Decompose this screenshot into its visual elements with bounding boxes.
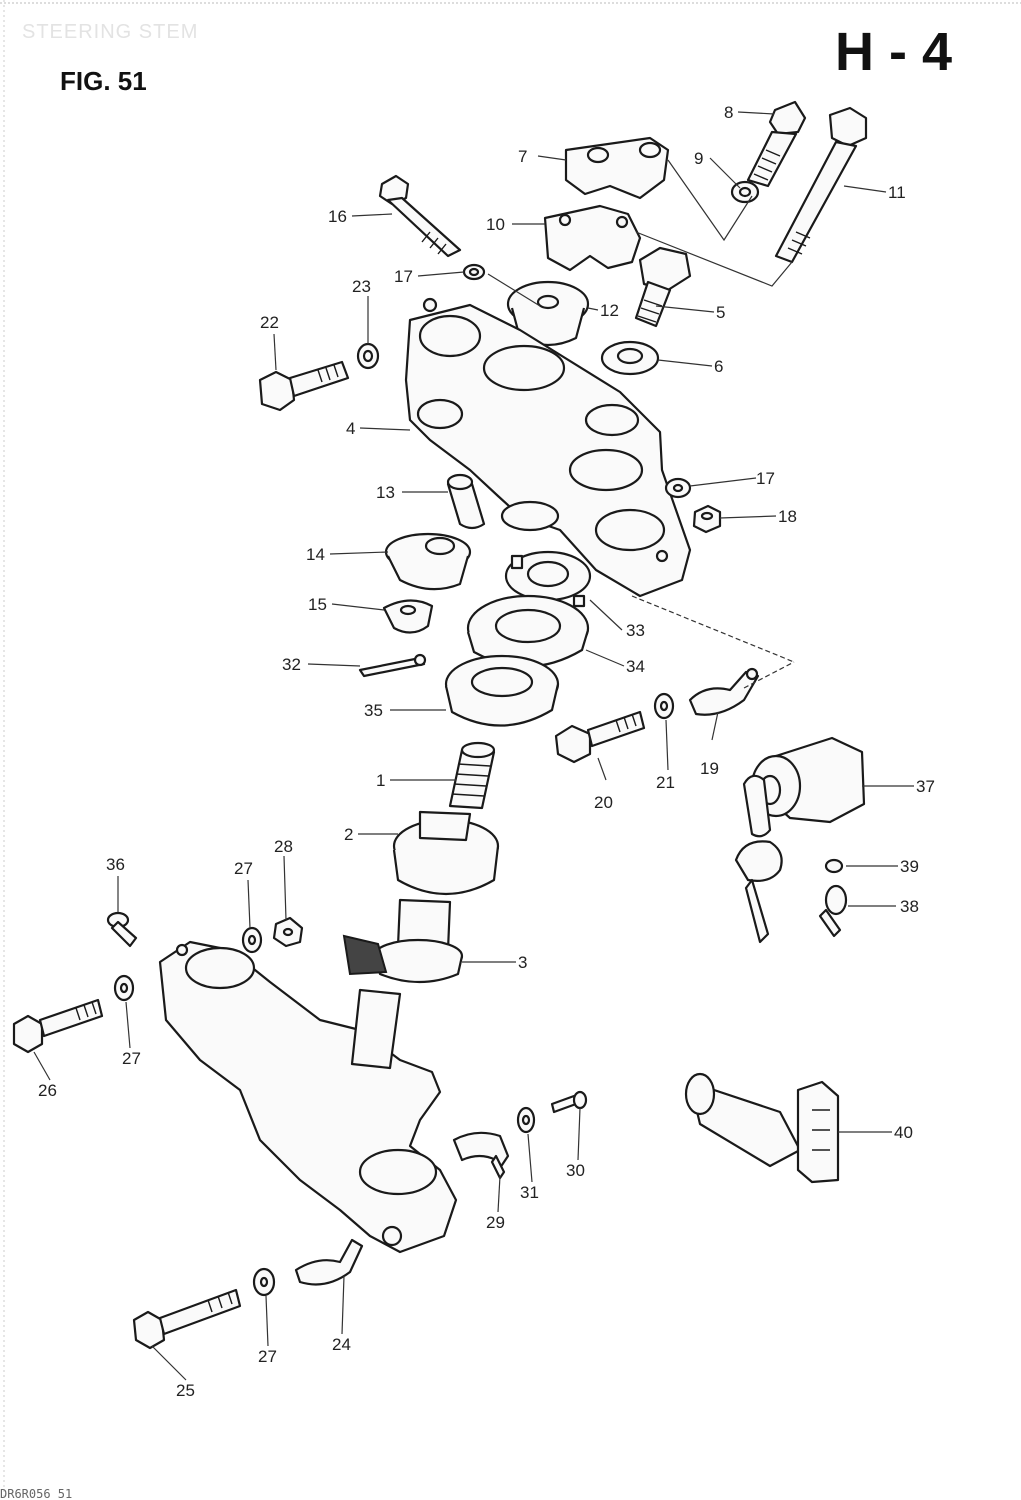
spring-washer-9	[730, 180, 760, 204]
steering-lock-37	[750, 736, 866, 824]
callout-35: 35	[364, 701, 383, 720]
callout-39: 39	[900, 857, 919, 876]
callout-23: 23	[352, 277, 371, 296]
callout-7: 7	[518, 147, 527, 166]
washer-27-bottom	[252, 1267, 276, 1297]
callout-17-upper: 17	[394, 267, 413, 286]
callout-15: 15	[308, 595, 327, 614]
clamp-bolt-long	[774, 106, 868, 264]
screw-30	[550, 1090, 588, 1114]
callout-16: 16	[328, 207, 347, 226]
screw-36	[106, 911, 138, 948]
callout-1: 1	[376, 771, 385, 790]
callout-21: 21	[656, 773, 675, 792]
washer-27-upper	[241, 926, 263, 954]
washer-39	[824, 858, 844, 874]
callout-30: 30	[566, 1161, 585, 1180]
pinch-bolt-25	[132, 1288, 242, 1350]
upper-bracket-4	[404, 297, 692, 598]
callout-9: 9	[694, 149, 703, 168]
footer-code: DR6R056 51	[0, 1487, 72, 1500]
callout-18: 18	[778, 507, 797, 526]
callout-32: 32	[282, 655, 301, 674]
bolt-16	[378, 174, 462, 258]
leader-lines	[33, 111, 914, 1381]
callout-8: 8	[724, 103, 733, 122]
callout-22: 22	[260, 313, 279, 332]
bearing-race-34	[466, 594, 590, 668]
washer-23	[356, 342, 380, 370]
bearing-35	[444, 654, 560, 727]
spacer-13	[446, 473, 486, 530]
steering-stem-shaft-3	[342, 898, 464, 984]
washer-27-left	[113, 974, 135, 1002]
clamp-bolt-short	[746, 100, 807, 188]
callout-31: 31	[520, 1183, 539, 1202]
callout-11: 11	[888, 183, 906, 202]
cable-clamp-29	[452, 1131, 510, 1180]
screw-38	[818, 884, 848, 938]
pinch-bolt-26	[12, 998, 104, 1054]
callout-2: 2	[344, 825, 353, 844]
callout-13: 13	[376, 483, 395, 502]
callout-29: 29	[486, 1213, 505, 1232]
lower-bracket	[158, 940, 458, 1254]
callout-27-upper: 27	[234, 859, 253, 878]
callout-38: 38	[900, 897, 919, 916]
callout-26: 26	[38, 1081, 57, 1100]
callout-28: 28	[274, 837, 293, 856]
callout-27-bottom: 27	[258, 1347, 277, 1366]
clamp-clip-24	[294, 1238, 364, 1286]
cotter-pin-32	[358, 653, 427, 678]
dust-seal-2	[392, 810, 500, 895]
washer-31	[516, 1106, 536, 1134]
callout-25: 25	[176, 1381, 195, 1400]
callout-6: 6	[714, 357, 723, 376]
washer-6	[600, 340, 660, 376]
clip-19	[688, 667, 760, 716]
nut-28	[272, 916, 304, 948]
callout-4: 4	[346, 419, 355, 438]
handlebar-clamp-lower	[543, 204, 642, 272]
callout-10: 10	[486, 215, 505, 234]
bolt-20	[554, 710, 646, 764]
cushion-14	[384, 532, 472, 591]
callout-40: 40	[894, 1123, 913, 1142]
cushion-15	[382, 599, 434, 634]
callout-12: 12	[600, 301, 619, 320]
callout-33: 33	[626, 621, 645, 640]
key-icon	[734, 774, 783, 944]
nut-18	[692, 504, 722, 534]
callout-20: 20	[594, 793, 613, 812]
steering-stem-top-1	[448, 741, 496, 810]
callout-3: 3	[518, 953, 527, 972]
callout-14: 14	[306, 545, 325, 564]
sheet-code: H - 4	[835, 22, 952, 82]
figure-number: FIG. 51	[60, 66, 147, 96]
callout-34: 34	[626, 657, 645, 676]
callout-24: 24	[332, 1335, 351, 1354]
handlebar-clamp-upper	[564, 136, 670, 200]
washer-17-upper	[462, 263, 486, 281]
callout-27-left: 27	[122, 1049, 141, 1068]
callout-17-lower: 17	[756, 469, 775, 488]
callout-37: 37	[916, 777, 935, 796]
lock-cylinder-40	[684, 1072, 840, 1184]
stem-nut-33	[504, 550, 592, 608]
pinch-bolt-22	[258, 360, 350, 412]
section-title-faded: STEERING STEM	[22, 21, 198, 43]
callout-36: 36	[106, 855, 125, 874]
bolt-5	[634, 246, 692, 328]
washer-17-lower	[664, 477, 692, 499]
callout-19: 19	[700, 759, 719, 778]
washer-21	[653, 692, 675, 720]
callout-5: 5	[716, 303, 725, 322]
